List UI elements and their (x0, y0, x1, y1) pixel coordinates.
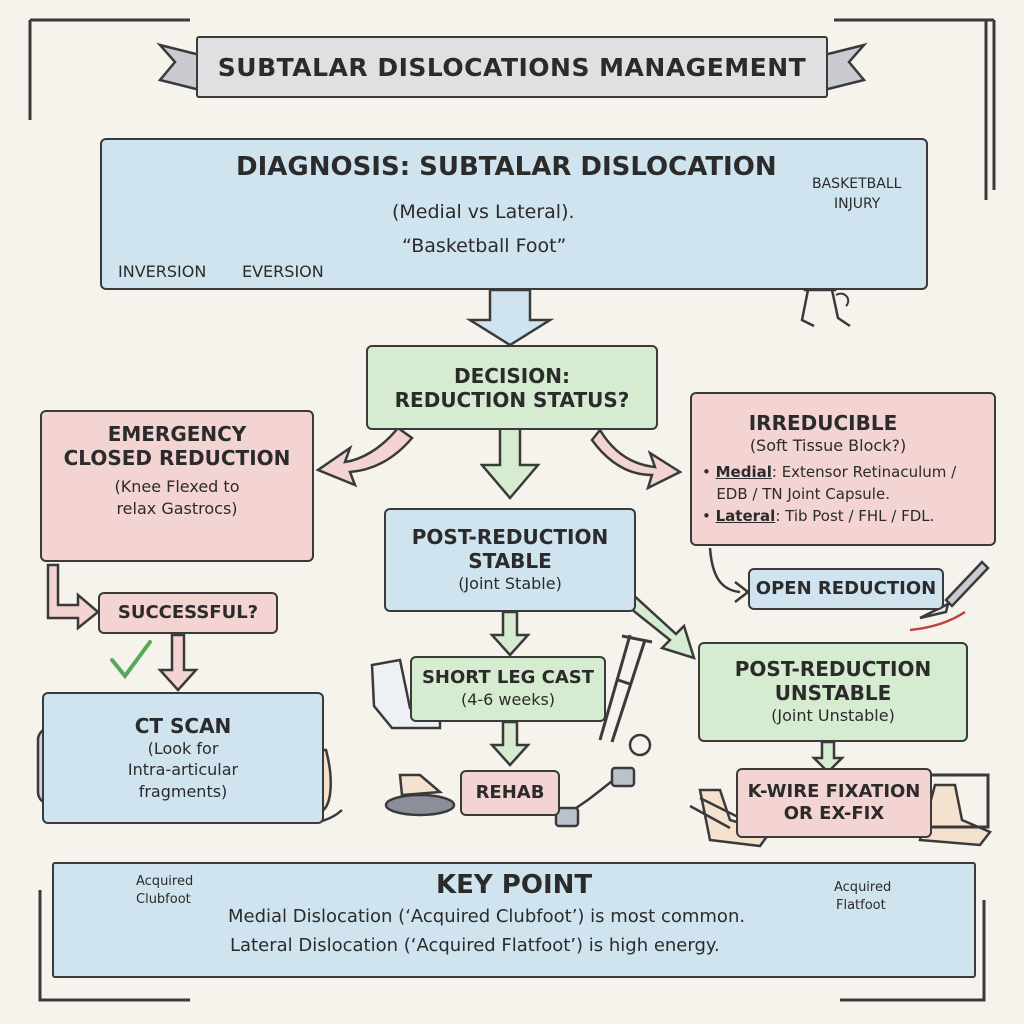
arrow-stable-to-cast (489, 610, 531, 657)
inversion-label: INVERSION (118, 262, 207, 281)
rehab-box: REHAB (460, 770, 560, 816)
stable-box: POST-REDUCTION STABLE (Joint Stable) (384, 508, 636, 612)
arrow-successful-to-ct (157, 633, 199, 692)
emergency-line-1: EMERGENCY (107, 422, 247, 446)
medial-text: : Extensor Retinaculum / (771, 463, 957, 482)
ct-line-2: Intra-articular (127, 760, 239, 780)
cast-box: SHORT LEG CAST (4-6 weeks) (410, 656, 606, 722)
injury-label-1: BASKETBALL (812, 176, 902, 192)
keypoint-line-1: Medial Dislocation (‘Acquired Clubfoot’)… (228, 906, 746, 927)
lateral-text: : Tib Post / FHL / FDL. (775, 506, 935, 525)
open-reduction-label: OPEN REDUCTION (755, 578, 937, 600)
keypoint-heading: KEY POINT (436, 870, 593, 900)
check-icon (110, 640, 152, 680)
arrow-emergency-to-successful (46, 563, 100, 631)
clubfoot-label-1: Acquired (136, 874, 194, 889)
arrow-diagnosis-to-decision (465, 288, 555, 347)
arrow-irreducible-to-open (708, 547, 741, 594)
unstable-note: (Joint Unstable) (771, 706, 895, 726)
successful-box: SUCCESSFUL? (98, 592, 278, 634)
medial-text-2: EDB / TN Joint Capsule. (716, 484, 890, 503)
title-banner: SUBTALAR DISLOCATIONS MANAGEMENT (196, 36, 828, 98)
scalpel-icon (909, 560, 990, 632)
flatfoot-label-2: Flatfoot (836, 898, 886, 913)
resistance-band-icon (554, 733, 652, 828)
emergency-note-2: relax Gastrocs) (116, 498, 238, 518)
medial-label: Medial (715, 463, 772, 482)
emergency-note-1: (Knee Flexed to (114, 477, 240, 496)
cast-line-1: SHORT LEG CAST (421, 667, 595, 689)
diagnosis-heading: DIAGNOSIS: SUBTALAR DISLOCATION (236, 152, 777, 182)
emergency-line-2: CLOSED REDUCTION (63, 446, 291, 470)
balance-board-icon (384, 773, 456, 817)
ct-heading: CT SCAN (134, 713, 232, 738)
decision-box: DECISION: REDUCTION STATUS? (366, 345, 658, 430)
crutch-icon (598, 634, 653, 743)
irreducible-note: (Soft Tissue Block?) (749, 435, 907, 455)
ct-line-3: fragments) (138, 781, 228, 801)
ct-box: CT SCAN (Look for Intra-articular fragme… (42, 692, 324, 824)
arrow-cast-to-rehab (489, 720, 531, 767)
clubfoot-label-2: Clubfoot (136, 892, 191, 907)
unstable-box: POST-REDUCTION UNSTABLE (Joint Unstable) (698, 642, 968, 742)
arrow-unstable-to-kwire (810, 740, 846, 774)
kwire-box: K-WIRE FIXATION OR EX-FIX (736, 768, 932, 838)
irreducible-heading: IRREDUCIBLE (748, 410, 898, 435)
lateral-label: Lateral (715, 506, 776, 525)
diagnosis-line-1: (Medial vs Lateral). (392, 201, 575, 223)
arrow-decision-to-stable (479, 426, 541, 500)
irreducible-box: IRREDUCIBLE (Soft Tissue Block?) • Media… (690, 392, 996, 546)
injury-label-2: INJURY (834, 196, 881, 212)
keypoint-line-2: Lateral Dislocation (‘Acquired Flatfoot’… (230, 935, 720, 956)
kwire-line-1: K-WIRE FIXATION (747, 781, 921, 803)
stable-line-2: STABLE (468, 549, 552, 574)
unstable-line-2: UNSTABLE (774, 681, 892, 706)
arrow-decision-to-emergency (315, 426, 414, 488)
emergency-box: EMERGENCY CLOSED REDUCTION (Knee Flexed … (40, 410, 314, 562)
decision-line-1: DECISION: (454, 363, 570, 388)
stable-line-1: POST-REDUCTION (411, 525, 609, 550)
eversion-label: EVERSION (242, 262, 324, 281)
kwire-line-2: OR EX-FIX (783, 803, 885, 824)
flatfoot-label-1: Acquired (834, 880, 892, 895)
lateral-bullet: • Lateral: Tib Post / FHL / FDL. (702, 506, 935, 525)
open-reduction-box: OPEN REDUCTION (748, 568, 944, 610)
page-title: SUBTALAR DISLOCATIONS MANAGEMENT (217, 52, 807, 82)
successful-label: SUCCESSFUL? (117, 602, 259, 624)
keypoint-box (52, 862, 976, 978)
stable-note: (Joint Stable) (458, 574, 562, 594)
arrow-stable-to-unstable (617, 590, 696, 660)
arrow-decision-to-irreducible (590, 427, 683, 491)
rehab-label: REHAB (475, 782, 545, 804)
diagnosis-box (100, 138, 928, 290)
unstable-line-1: POST-REDUCTION (734, 657, 932, 682)
ct-line-1: (Look for (147, 738, 219, 758)
decision-line-2: REDUCTION STATUS? (394, 387, 630, 412)
cast-line-2: (4-6 weeks) (460, 690, 556, 709)
medial-bullet: • Medial: Extensor Retinaculum / EDB / T… (702, 463, 957, 503)
diagnosis-line-2: “Basketball Foot” (402, 235, 567, 257)
